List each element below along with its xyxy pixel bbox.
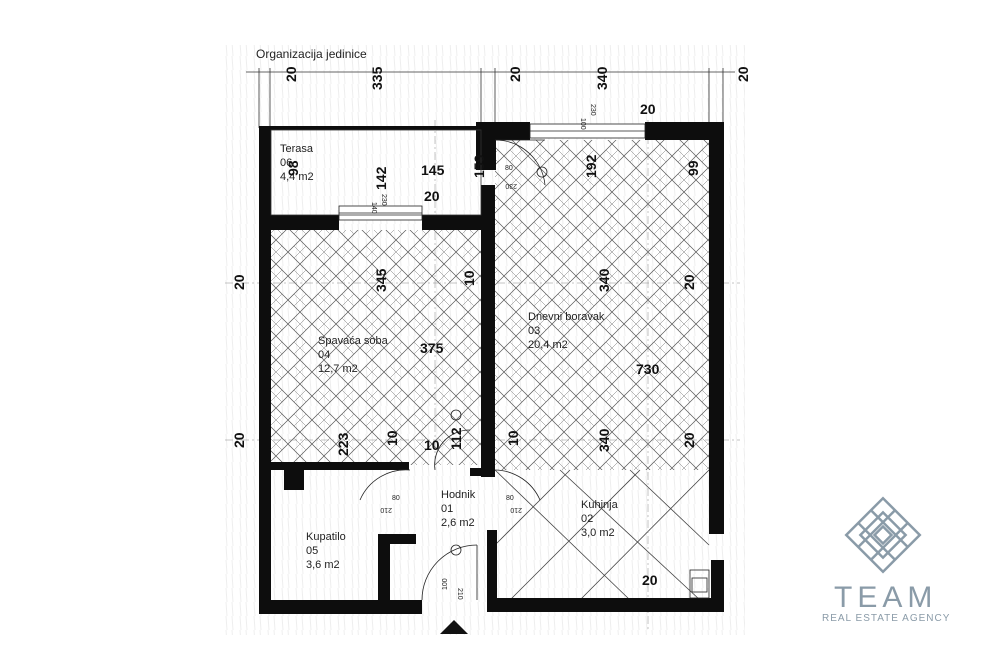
room-name: Kupatilo — [306, 531, 346, 543]
dim-10d: 10 — [505, 430, 521, 446]
room-number: 05 — [306, 545, 318, 557]
top-dimension-line — [246, 68, 735, 128]
dim-top-340: 340 — [594, 66, 610, 90]
door-swings — [359, 139, 546, 601]
dim-145: 145 — [421, 162, 445, 178]
dim-20-terrace: 20 — [424, 188, 440, 204]
plan-title: Organizacija jedinice — [256, 47, 367, 61]
walls — [259, 122, 724, 614]
room-dnevni-boravak: Dnevni boravak 03 20,4 m2 — [528, 311, 605, 351]
room-name: Spavaća soba — [318, 335, 389, 347]
room-area: 20,4 m2 — [528, 339, 568, 351]
dim-top-20a: 20 — [283, 66, 299, 82]
room-spavaca-soba: Spavaća soba 04 12,7 m2 — [318, 335, 389, 375]
dim-375: 375 — [420, 340, 444, 356]
room-name: Dnevni boravak — [528, 311, 605, 323]
dim-left-20a: 20 — [231, 274, 247, 290]
dim-top-335: 335 — [369, 66, 385, 90]
door-mark-210a: 210 — [380, 506, 392, 513]
door-mark-210b: 210 — [510, 506, 522, 513]
dim-223: 223 — [335, 432, 351, 456]
dim-730: 730 — [636, 361, 660, 377]
room-kuhinja: Kuhinja 02 3,0 m2 — [581, 499, 619, 539]
room-number: 02 — [581, 513, 593, 525]
room-area: 3,6 m2 — [306, 559, 340, 571]
living-room-floor — [495, 140, 709, 470]
window-mark-230: 230 — [589, 104, 596, 116]
door-mark-230a: 230 — [505, 182, 517, 189]
room-name: Hodnik — [441, 489, 476, 501]
room-area: 4,4 m2 — [280, 171, 314, 183]
dim-top-20c: 20 — [735, 66, 751, 82]
dim-20d: 20 — [681, 432, 697, 448]
dim-159: 159 — [471, 154, 487, 178]
door-mark-100: 100 — [442, 578, 449, 590]
dim-99: 99 — [685, 160, 701, 176]
room-number: 03 — [528, 325, 540, 337]
room-number: 06 — [280, 157, 292, 169]
dim-192: 192 — [583, 154, 599, 178]
window-mark-230b: 230 — [380, 194, 387, 206]
dim-10c: 10 — [424, 437, 440, 453]
dim-20-bottom: 20 — [642, 572, 658, 588]
dim-left-20b: 20 — [231, 432, 247, 448]
room-terasa: Terasa 06 4,4 m2 — [280, 143, 314, 183]
room-number: 01 — [441, 503, 453, 515]
room-number: 04 — [318, 349, 330, 361]
dim-20-upper: 20 — [640, 101, 656, 117]
room-name: Terasa — [280, 143, 314, 155]
terrace-outline — [270, 129, 482, 216]
door-mark-80c: 80 — [505, 165, 513, 172]
window-mark-100: 100 — [579, 118, 586, 130]
brand-tagline: REAL ESTATE AGENCY — [822, 613, 950, 624]
dim-340b: 340 — [596, 428, 612, 452]
dim-340a: 340 — [596, 268, 612, 292]
brand-name: TEAM — [834, 581, 937, 614]
dim-112: 112 — [448, 427, 464, 450]
dim-top-20b: 20 — [507, 66, 523, 82]
room-area: 3,0 m2 — [581, 527, 615, 539]
bedroom-floor — [270, 230, 488, 465]
fixtures — [450, 166, 710, 599]
kitchen-floor — [494, 469, 710, 601]
room-name: Kuhinja — [581, 499, 619, 511]
entrance-marker — [440, 620, 468, 634]
door-mark-80a: 80 — [392, 495, 400, 502]
door-mark-210c: 210 — [456, 588, 463, 600]
dim-10a: 10 — [461, 270, 477, 286]
room-area: 12,7 m2 — [318, 363, 358, 375]
dim-10b: 10 — [384, 430, 400, 446]
team-logo-icon — [844, 496, 922, 574]
dim-345: 345 — [373, 268, 389, 292]
door-mark-80b: 80 — [506, 495, 514, 502]
room-kupatilo: Kupatilo 05 3,6 m2 — [306, 531, 346, 571]
dim-98: 98 — [285, 160, 301, 176]
windows — [338, 123, 646, 221]
dim-20c: 20 — [681, 274, 697, 290]
dim-142: 142 — [373, 166, 389, 190]
room-area: 2,6 m2 — [441, 517, 475, 529]
room-hodnik: Hodnik 01 2,6 m2 — [441, 489, 476, 529]
window-mark-140: 140 — [370, 202, 377, 214]
